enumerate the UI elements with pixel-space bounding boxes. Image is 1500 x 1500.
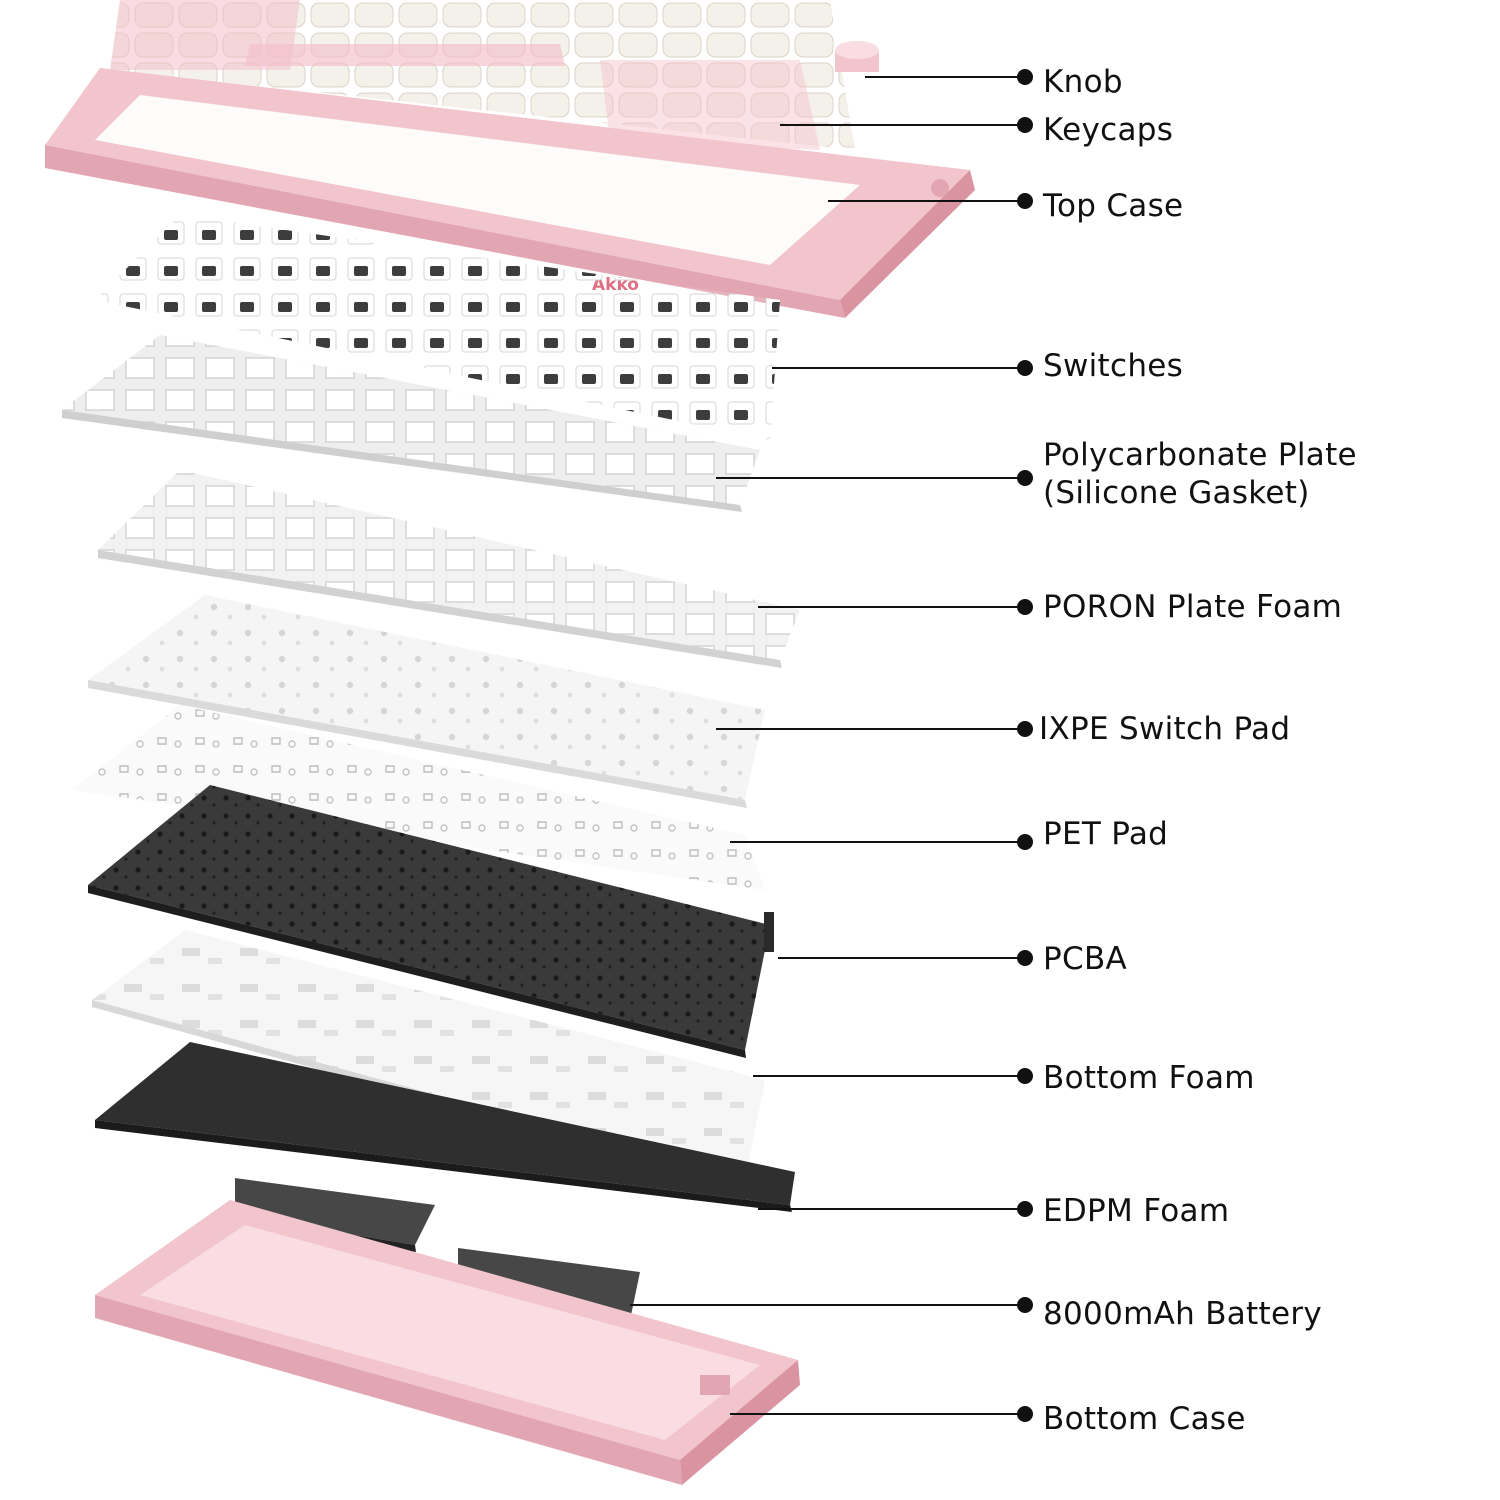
label-bottom-foam: Bottom Foam <box>1043 1060 1255 1096</box>
callout-edpm-foam: EDPM Foam <box>758 1193 1229 1229</box>
callout-bottom-foam: Bottom Foam <box>753 1060 1255 1096</box>
label-polycarbonate-plate: Polycarbonate Plate <box>1043 437 1357 473</box>
poron-plate-foam-layer <box>98 470 800 668</box>
label-knob: Knob <box>1043 64 1123 100</box>
label-silicone-gasket: (Silicone Gasket) <box>1043 475 1310 511</box>
label-pet-pad: PET Pad <box>1043 816 1168 852</box>
keycaps-block <box>110 0 855 150</box>
label-pcba: PCBA <box>1043 941 1127 977</box>
label-switches: Switches <box>1043 348 1183 384</box>
label-ixpe-switch-pad: IXPE Switch Pad <box>1039 711 1290 747</box>
pcba-layer <box>88 785 774 1058</box>
label-bottom-case: Bottom Case <box>1043 1401 1246 1437</box>
knob-layer <box>835 41 879 72</box>
label-keycaps: Keycaps <box>1043 112 1173 148</box>
switches-layer <box>95 215 780 440</box>
bottom-case-layer <box>95 1200 800 1485</box>
edpm-foam-layer <box>95 1042 795 1212</box>
callout-ixpe-switch-pad: IXPE Switch Pad <box>716 711 1290 747</box>
callout-pcba: PCBA <box>778 941 1127 977</box>
top-case-layer: Akko <box>45 68 975 318</box>
pet-pad-layer <box>72 705 765 890</box>
callout-bottom-case: Bottom Case <box>730 1401 1246 1437</box>
callout-layer: Knob Keycaps Top Case Switches Polycarbo… <box>630 64 1357 1437</box>
callout-battery: 8000mAh Battery <box>630 1296 1322 1332</box>
polycarbonate-plate-layer <box>62 335 760 512</box>
label-poron-plate-foam: PORON Plate Foam <box>1043 589 1342 625</box>
callout-knob: Knob <box>865 64 1123 100</box>
callout-polycarbonate-plate: Polycarbonate Plate (Silicone Gasket) <box>716 437 1357 511</box>
callout-switches: Switches <box>772 348 1183 384</box>
callout-poron-plate-foam: PORON Plate Foam <box>758 589 1342 625</box>
label-top-case: Top Case <box>1042 188 1183 224</box>
ixpe-switch-pad-layer <box>88 595 765 808</box>
callout-pet-pad: PET Pad <box>730 816 1168 852</box>
callout-top-case: Top Case <box>828 188 1183 224</box>
label-edpm-foam: EDPM Foam <box>1043 1193 1229 1229</box>
callout-keycaps: Keycaps <box>780 112 1173 148</box>
keycaps-layer <box>110 0 855 150</box>
label-battery: 8000mAh Battery <box>1043 1296 1322 1332</box>
